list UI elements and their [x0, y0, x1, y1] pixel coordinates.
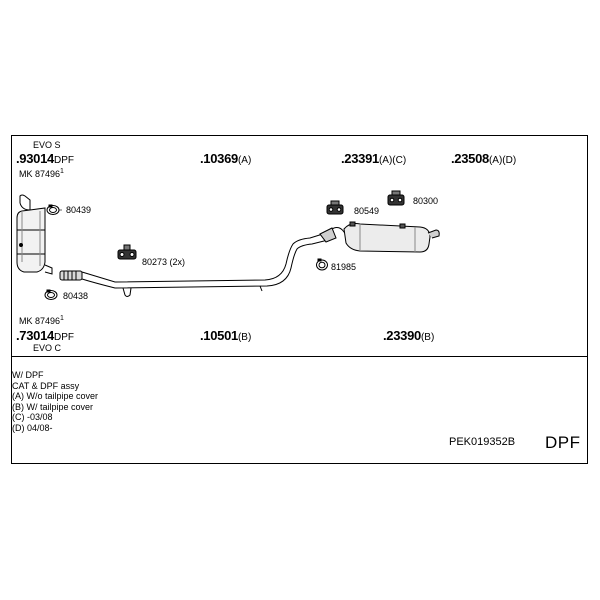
callout-80438: 80438 [63, 291, 89, 301]
rubber-hanger-80300-icon [387, 190, 405, 206]
clamp-81985-icon [316, 258, 328, 271]
mounting-kit-bottom: MK 874961 [19, 315, 64, 326]
part-number-text: .10369 [200, 151, 238, 166]
part-suffix: DPF [53, 332, 74, 343]
part-number-23391: .23391(A)(C) [341, 152, 406, 166]
callout-80273: 80273 (2x) [142, 257, 186, 267]
rubber-hanger-80273-icon [117, 244, 137, 260]
part-number-23390: .23390(B) [383, 329, 434, 343]
dpf-catalyst-assembly [16, 194, 53, 275]
mounting-kit-superscript: 1 [60, 168, 64, 175]
note-line: CAT & DPF assy [12, 380, 80, 391]
callout-80549: 80549 [354, 206, 380, 216]
middle-pipe [81, 232, 329, 297]
part-suffix: (B) [420, 332, 435, 343]
part-number-text: .23390 [383, 328, 421, 343]
part-number-10369: .10369(A) [200, 152, 251, 166]
diagram-frame [11, 135, 588, 464]
rear-silencer [319, 221, 440, 253]
part-suffix: (A)(D) [488, 155, 517, 166]
part-number-text: .93014 [16, 151, 54, 166]
part-number-93014: .93014DPF [16, 152, 74, 166]
part-number-10501: .10501(B) [200, 329, 251, 343]
callout-81985: 81985 [331, 262, 357, 272]
note-line: W/ DPF [12, 370, 44, 380]
part-number-text: .23508 [451, 151, 489, 166]
part-number-text: .73014 [16, 328, 54, 343]
part-number-23508: .23508(A)(D) [451, 152, 516, 166]
note-line: (B) W/ tailpipe cover [12, 401, 94, 412]
mounting-kit-text: MK 87496 [19, 316, 61, 326]
callout-80300: 80300 [413, 196, 439, 206]
part-suffix: DPF [53, 155, 74, 166]
mounting-kit-top: MK 874961 [19, 168, 64, 179]
part-suffix: (B) [237, 332, 252, 343]
variant-label-evo-s: EVO S [33, 140, 61, 150]
mounting-kit-text: MK 87496 [19, 169, 61, 179]
part-number-text: .23391 [341, 151, 379, 166]
kit-code: PEK019352B [449, 436, 516, 448]
mounting-kit-superscript: 1 [60, 315, 64, 322]
part-number-text: .10501 [200, 328, 238, 343]
callout-80439: 80439 [66, 205, 92, 215]
note-line: (D) 04/08- [12, 422, 53, 433]
kit-type-label: DPF [545, 433, 581, 452]
part-suffix: (A) [237, 155, 252, 166]
variant-label-evo-c: EVO C [33, 343, 62, 353]
note-line: (A) W/o tailpipe cover [12, 391, 99, 402]
legend-notes: W/ DPF CAT & DPF assy (A) W/o tailpipe c… [12, 370, 98, 434]
clamp-80439-icon [46, 204, 60, 215]
clamp-80438-icon [44, 289, 58, 300]
flex-connector [59, 270, 83, 281]
rubber-hanger-80549-icon [326, 200, 344, 215]
part-number-73014: .73014DPF [16, 329, 74, 343]
part-suffix: (A)(C) [378, 155, 407, 166]
notes-divider [11, 356, 588, 357]
note-line: (C) -03/08 [12, 412, 53, 423]
